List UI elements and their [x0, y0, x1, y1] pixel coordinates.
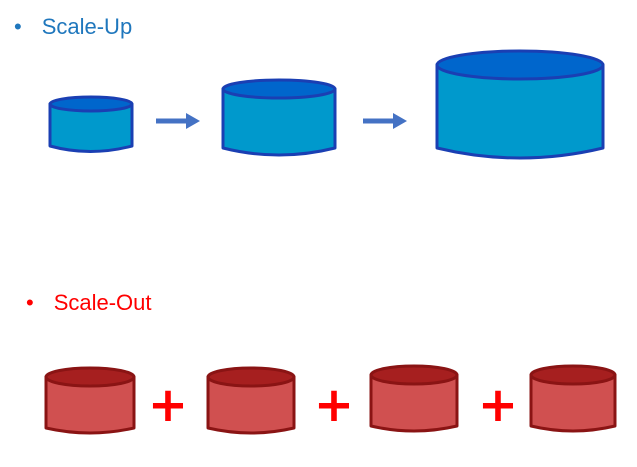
- scale-out-heading: • Scale-Out: [26, 292, 152, 314]
- plus-operator: +: [478, 377, 518, 433]
- arrow-right-icon: [156, 113, 200, 129]
- plus-operator: +: [314, 377, 354, 433]
- database-cylinder-icon: [206, 366, 296, 435]
- scale-up-bullet: •: [14, 14, 22, 39]
- scale-out-label: Scale-Out: [53, 290, 152, 315]
- scale-up-heading: • Scale-Up: [14, 16, 132, 38]
- database-cylinder-medium-icon: [221, 78, 337, 157]
- arrow-right-icon: [363, 113, 407, 129]
- scale-up-label: Scale-Up: [41, 14, 133, 39]
- scale-out-bullet: •: [26, 290, 34, 315]
- plus-operator: +: [148, 377, 188, 433]
- database-cylinder-small-icon: [48, 95, 134, 153]
- scale-out-row: + + +: [44, 364, 617, 435]
- database-cylinder-icon: [44, 366, 136, 435]
- scale-up-row: [48, 49, 605, 160]
- database-cylinder-icon: [369, 364, 459, 433]
- database-cylinder-icon: [529, 364, 617, 433]
- database-cylinder-large-icon: [435, 49, 605, 160]
